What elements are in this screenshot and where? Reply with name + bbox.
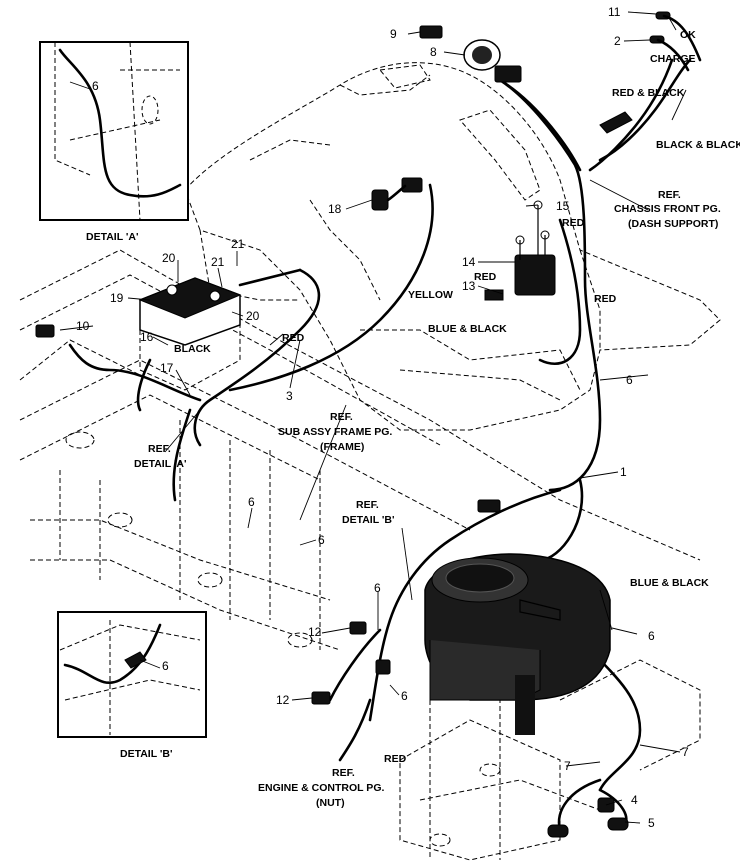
ref-engine-line1: REF.	[332, 767, 355, 779]
callout-11: 11	[608, 5, 621, 19]
callout-6-frame-right: 6	[318, 533, 325, 547]
red-label-right: RED	[594, 293, 617, 305]
callout-12-lower: 12	[276, 693, 290, 707]
ref-detail-a-line1: REF.	[148, 443, 171, 455]
detail-b-box	[57, 611, 207, 738]
callout-14: 14	[462, 255, 476, 269]
diagram-labels: OK CHARGE RED & BLACK BLACK & BLACK REF.…	[86, 29, 740, 809]
callout-6-engine-right: 6	[648, 629, 655, 643]
ref-detail-b-line2: DETAIL 'B'	[342, 514, 394, 526]
callout-4: 4	[631, 793, 638, 807]
dash-support-label: (DASH SUPPORT)	[628, 218, 718, 230]
callout-20-top: 20	[162, 251, 176, 265]
callout-5: 5	[648, 816, 655, 830]
callout-6-engine-bottom: 6	[401, 689, 408, 703]
ref-detail-b-line1: REF.	[356, 499, 379, 511]
callout-21-mid: 21	[211, 255, 225, 269]
yellow-label: YELLOW	[408, 289, 453, 301]
callout-9: 9	[390, 27, 397, 41]
battery	[138, 277, 242, 391]
callout-6-chassis: 6	[626, 373, 633, 387]
detail-a-title: DETAIL 'A'	[86, 231, 138, 243]
callout-3: 3	[286, 389, 293, 403]
solenoid	[484, 200, 556, 301]
ref-frame-line1: REF.	[330, 411, 353, 423]
callout-8: 8	[430, 45, 437, 59]
wire-harness	[68, 58, 692, 832]
red-label-solenoid: RED	[562, 217, 585, 229]
indicator-lights	[599, 11, 702, 134]
frame-structure	[19, 249, 701, 861]
callout-16: 16	[140, 330, 154, 344]
callout-21-top: 21	[231, 237, 245, 251]
callout-20-right: 20	[246, 309, 260, 323]
ref-detail-a-line2: DETAIL 'A'	[134, 458, 186, 470]
callout-2: 2	[614, 34, 621, 48]
ref-frame-line3: (FRAME)	[320, 441, 364, 453]
red-label-battery: RED	[282, 332, 305, 344]
red-black-label: RED & BLACK	[612, 87, 685, 99]
callout-17: 17	[160, 361, 174, 375]
callout-6-detail-a: 6	[92, 79, 99, 93]
fuse-holder	[371, 177, 423, 211]
callout-numbers: 11 2 9 8 18 15 14 13 6 1 20 21 21 19 20 …	[76, 5, 689, 830]
callout-7-right: 7	[682, 745, 689, 759]
callout-6-detail-b: 6	[162, 659, 169, 673]
key-switch	[419, 25, 522, 83]
red-label-left: RED	[474, 271, 497, 283]
callout-7-left: 7	[564, 759, 571, 773]
blue-black-label-solenoid: BLUE & BLACK	[428, 323, 507, 335]
ref-engine-line3: (NUT)	[316, 797, 345, 809]
chassis-front-label: CHASSIS FRONT PG.	[614, 203, 721, 215]
chassis-ref-label: REF.	[658, 189, 681, 201]
blue-black-label-engine: BLUE & BLACK	[630, 577, 709, 589]
red-label-engine: RED	[384, 753, 407, 765]
ref-engine-line2: ENGINE & CONTROL PG.	[258, 782, 384, 794]
chassis-body	[184, 62, 721, 431]
ok-label: OK	[680, 29, 696, 41]
black-label: BLACK	[174, 343, 211, 355]
callout-12-upper: 12	[308, 625, 322, 639]
ref-frame-line2: SUB ASSY FRAME PG.	[278, 426, 392, 438]
detail-a-box	[39, 41, 189, 221]
callout-10: 10	[76, 319, 90, 333]
engine	[424, 553, 611, 735]
detail-b-title: DETAIL 'B'	[120, 748, 172, 760]
callout-19: 19	[110, 291, 124, 305]
callout-18: 18	[328, 202, 342, 216]
callout-1: 1	[620, 465, 627, 479]
leader-lines	[59, 11, 687, 824]
callout-13: 13	[462, 279, 476, 293]
callout-6-engine-top: 6	[374, 581, 381, 595]
callout-6-frame-left: 6	[248, 495, 255, 509]
black-black-label: BLACK & BLACK	[656, 139, 740, 151]
charge-label: CHARGE	[650, 53, 696, 65]
callout-15: 15	[556, 199, 570, 213]
